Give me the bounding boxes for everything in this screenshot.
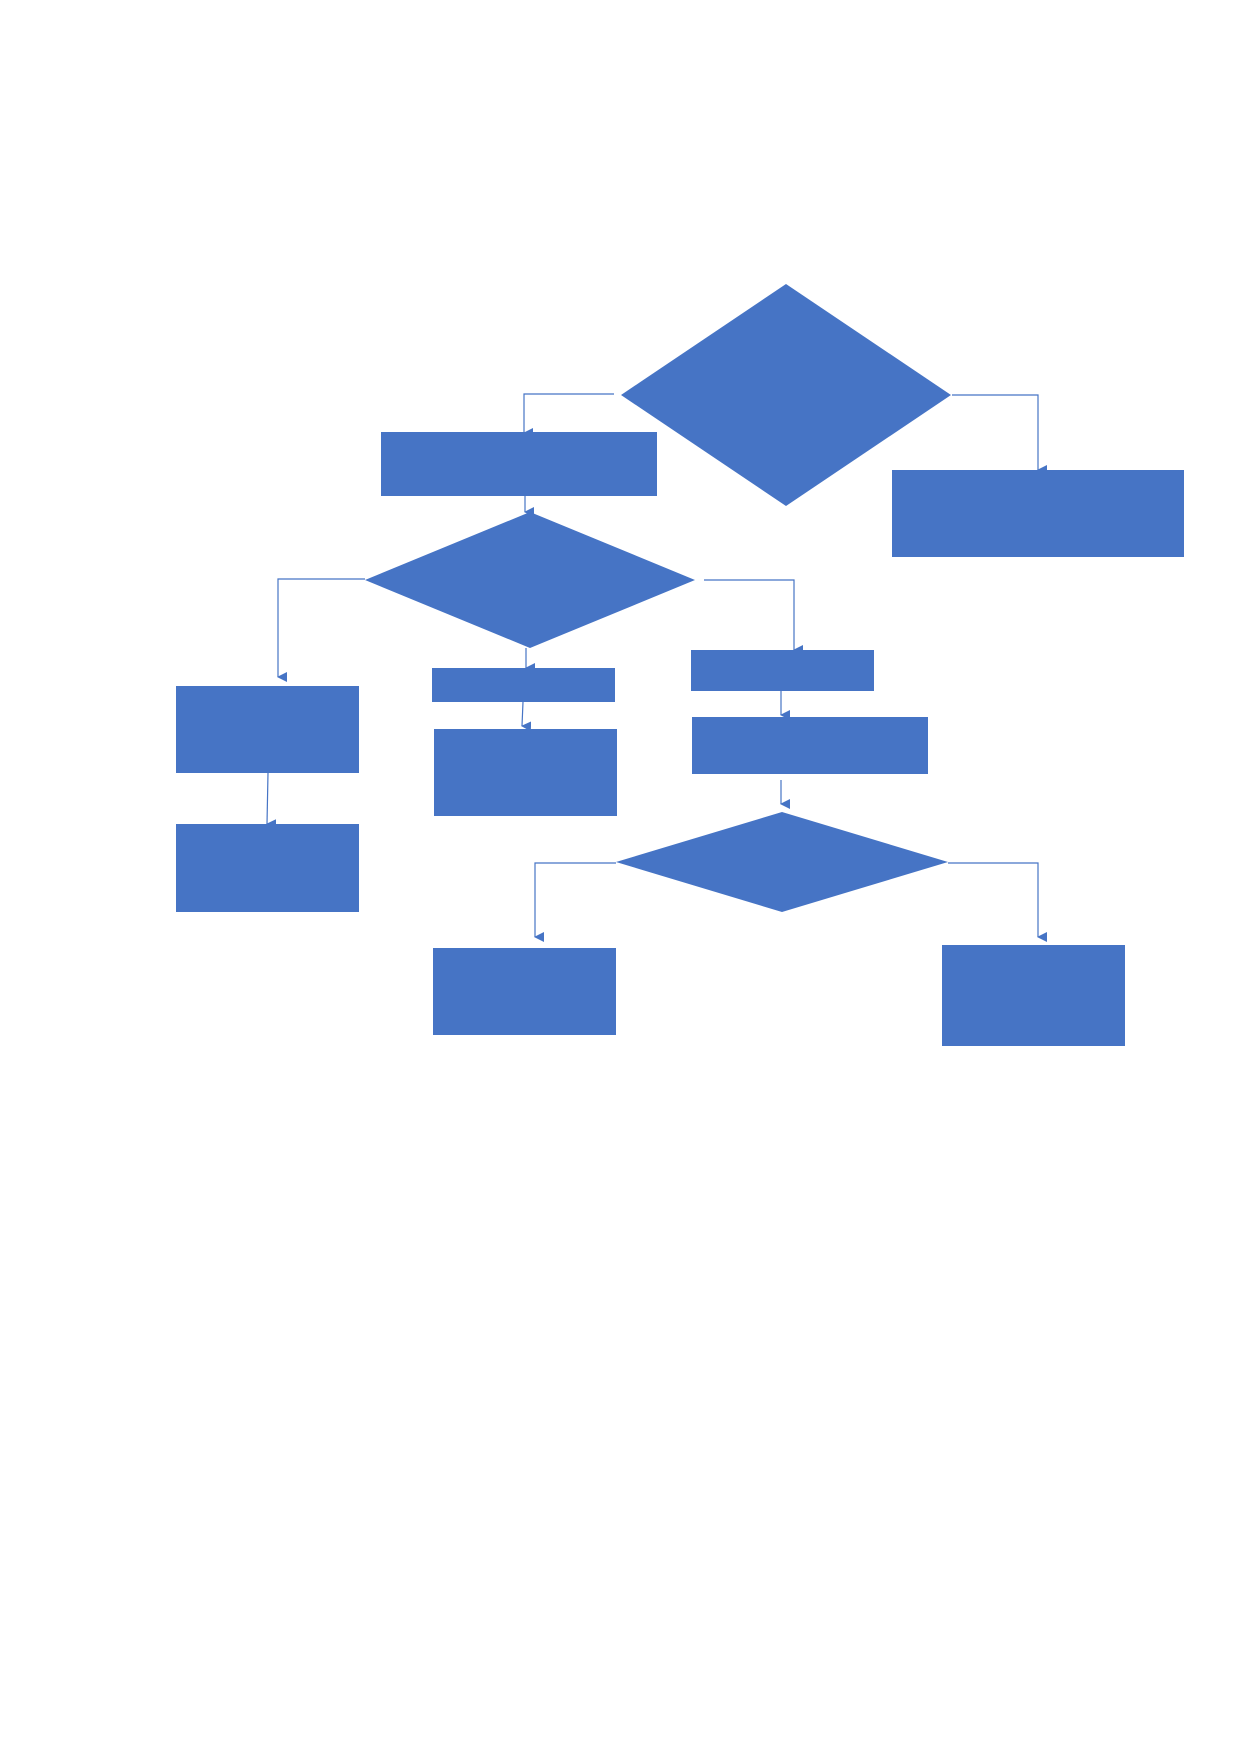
decision-top-diamond-shape bbox=[621, 284, 951, 506]
connector-decision-middle-to-process-right-1 bbox=[704, 579, 803, 655]
connector-decision-bottom-to-process-bottom-left bbox=[534, 862, 616, 942]
decision-bottom-diamond-shape bbox=[616, 812, 948, 912]
connectors bbox=[266, 393, 1047, 942]
process-bottom-right-rect-shape bbox=[942, 945, 1125, 1046]
connector-decision-top-to-process-left-1 bbox=[523, 393, 614, 438]
connector-decision-top-to-process-right-top bbox=[952, 394, 1047, 475]
decision-middle-diamond-shape bbox=[365, 512, 695, 648]
process-left-1 bbox=[381, 432, 657, 496]
connector-decision-middle-to-process-far-left-1 bbox=[277, 578, 365, 682]
process-left-1-rect-shape bbox=[381, 432, 657, 496]
process-right-1-rect-shape bbox=[691, 650, 874, 691]
process-right-top bbox=[892, 470, 1184, 557]
process-bottom-left-rect-shape bbox=[433, 948, 616, 1035]
process-center-2 bbox=[434, 729, 617, 816]
process-far-left-1 bbox=[176, 686, 359, 773]
process-center-2-rect-shape bbox=[434, 729, 617, 816]
process-bottom-right bbox=[942, 945, 1125, 1046]
process-far-left-2-rect-shape bbox=[176, 824, 359, 912]
connector-process-far-left-1-to-process-far-left-2 bbox=[266, 772, 277, 830]
process-center-1 bbox=[432, 668, 615, 702]
process-far-left-1-rect-shape bbox=[176, 686, 359, 773]
decision-bottom bbox=[616, 812, 948, 912]
process-right-1 bbox=[691, 650, 874, 691]
process-center-1-rect-shape bbox=[432, 668, 615, 702]
decision-middle bbox=[365, 512, 695, 648]
decision-top bbox=[621, 284, 951, 506]
process-right-top-rect-shape bbox=[892, 470, 1184, 557]
process-far-left-2 bbox=[176, 824, 359, 912]
connector-process-center-1-to-process-center-2 bbox=[521, 701, 532, 732]
connector-decision-bottom-to-process-bottom-right bbox=[948, 862, 1047, 942]
process-right-2 bbox=[692, 717, 928, 774]
process-right-2-rect-shape bbox=[692, 717, 928, 774]
process-bottom-left bbox=[433, 948, 616, 1035]
nodes bbox=[176, 284, 1184, 1046]
